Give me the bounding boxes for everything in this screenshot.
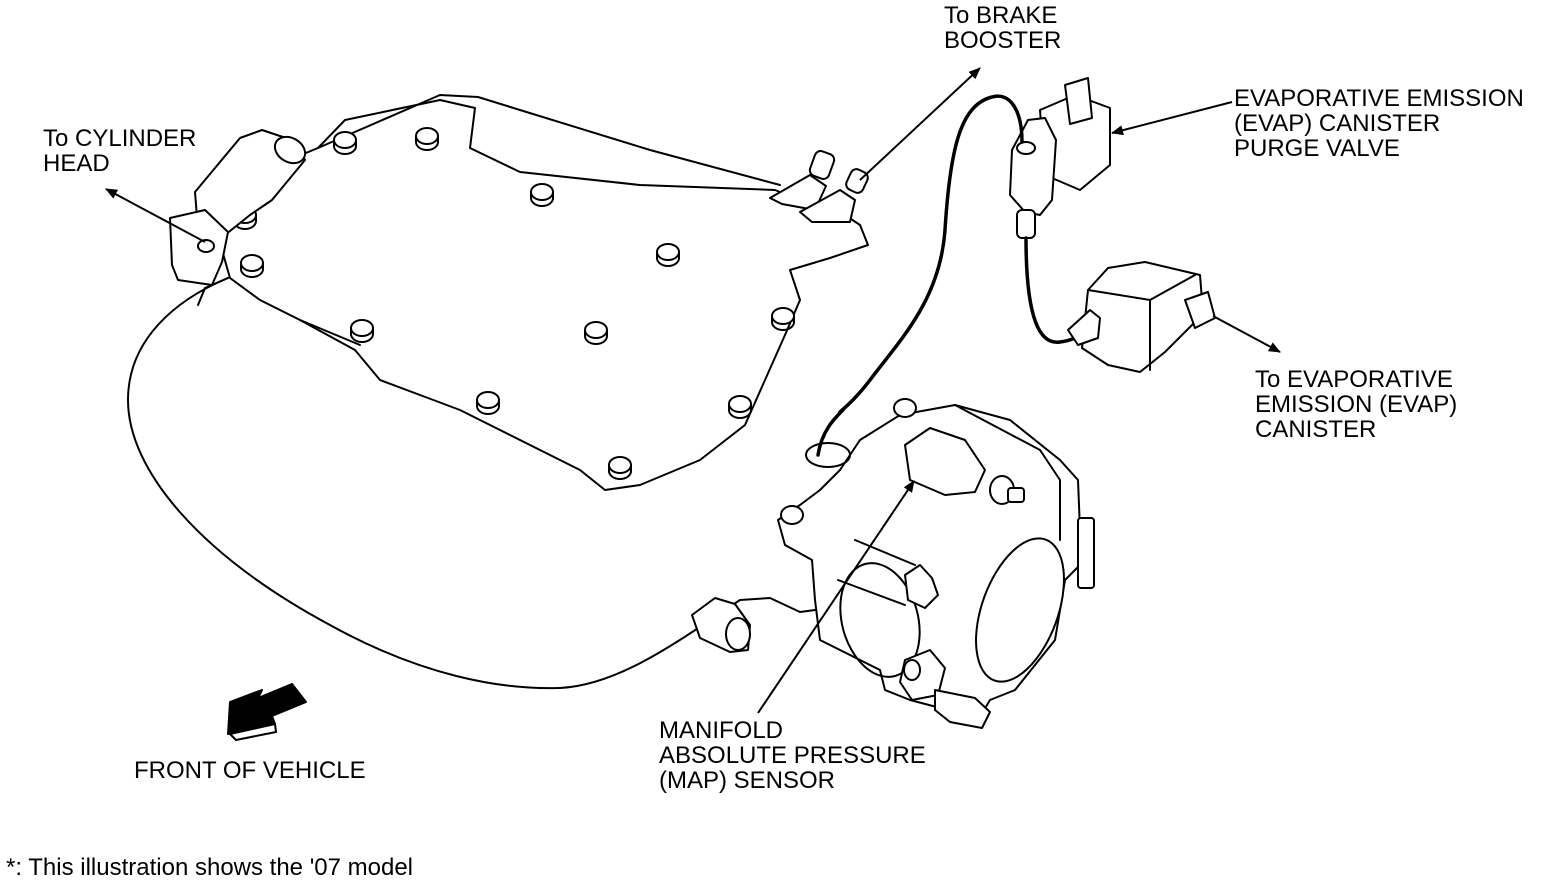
cylinder-head-fitting: [169, 129, 307, 286]
lower-fitting: [691, 597, 751, 653]
cover-bolts: [233, 127, 795, 480]
purge-hose-to-throttle: [838, 94, 1024, 414]
brake-booster-fitting: [769, 150, 869, 223]
manifold-cover-plate: [221, 99, 869, 491]
evap-purge-valve: [1009, 77, 1111, 239]
label-front-of-vehicle: FRONT OF VEHICLE: [134, 757, 366, 784]
intake-manifold-body: [127, 277, 816, 690]
evap-canister-connector: [1067, 261, 1216, 373]
footnote: *: This illustration shows the '07 model: [6, 854, 414, 881]
throttle-body: [777, 398, 1095, 729]
